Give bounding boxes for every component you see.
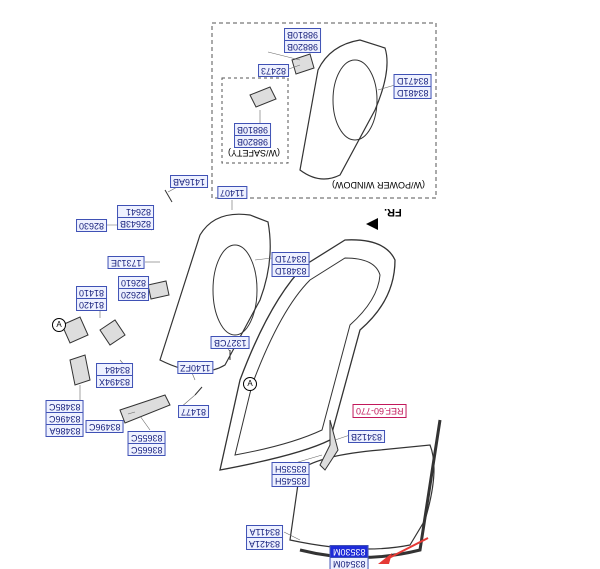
label-98820B-top: 98820B: [287, 42, 319, 52]
door-inner-frame: [234, 257, 381, 456]
front-channel: [119, 394, 171, 424]
label-82620: 82620: [121, 290, 147, 300]
power-window-inset: [211, 22, 437, 199]
label-glass: 83540M 83530M: [330, 545, 369, 569]
label-motor-safety: 98820B 98810B: [234, 123, 272, 148]
label-82643B: 82643B: [120, 219, 152, 229]
label-83481D-inset: 83481D: [397, 88, 429, 98]
label-channel: 83665C 83655C: [128, 431, 166, 456]
power-window-note: (W/POWER WINDOW): [332, 180, 425, 190]
regulator-motor: [291, 53, 315, 75]
bolt-1416AB: [164, 189, 173, 203]
label-98820B-safety: 98820B: [237, 137, 269, 147]
label-83484: 83484: [97, 364, 133, 376]
safety-motor: [249, 86, 277, 108]
inset-speaker-opening: [332, 59, 378, 141]
pointer-arrow-line: [384, 537, 429, 561]
label-83411A: 83411A: [247, 526, 283, 538]
screw-81477: [194, 386, 203, 396]
label-1731JE: 1731JE: [108, 256, 145, 269]
outer-handle-part: [147, 280, 170, 300]
label-83471D-inset: 83471D: [395, 75, 431, 87]
door-latch: [69, 354, 91, 386]
label-rod: 83494X 83484: [96, 363, 134, 388]
label-11407: 11407: [217, 186, 248, 199]
label-82610: 82610: [119, 277, 149, 289]
label-handle-group: 82643B 82641: [117, 205, 155, 230]
callout-a-left: A: [52, 318, 66, 332]
door-frame: [219, 239, 396, 471]
inset-module-panel: [299, 39, 388, 180]
label-98810B-safety: 98810B: [235, 124, 271, 136]
label-83530M-highlighted: 83530M: [331, 546, 368, 558]
latch-bracket: [99, 319, 126, 346]
label-83485C: 83485C: [47, 401, 83, 413]
label-81420: 81420: [79, 300, 105, 310]
label-83665C: 83665C: [131, 445, 163, 455]
rear-lower-channel: [319, 419, 339, 471]
label-82641: 82641: [118, 206, 154, 218]
label-83545H: 83545H: [275, 476, 307, 486]
label-83471D-main: 83471D: [273, 253, 309, 265]
label-83494X: 83494X: [99, 377, 131, 387]
label-83655C: 83655C: [129, 432, 165, 444]
label-83496C: 83496C: [86, 420, 124, 433]
label-module-main: 83481D 83471D: [272, 252, 310, 277]
label-83412B: 83412B: [348, 430, 386, 443]
label-82473: 82473: [258, 64, 290, 77]
label-82630: 82630: [76, 219, 108, 232]
label-lock: 81420 81410: [76, 286, 108, 311]
label-module-inset: 83481D 83471D: [394, 74, 432, 99]
label-83496C-latch: 83496C: [47, 413, 83, 425]
label-81477: 81477: [178, 405, 210, 418]
label-81410: 81410: [77, 287, 107, 299]
label-83486A: 83486A: [49, 426, 81, 436]
label-1140FZ: 1140FZ: [177, 361, 214, 374]
module-speaker-opening: [212, 244, 258, 336]
label-window-regulator: 98820B 98810B: [284, 28, 322, 53]
label-83421A: 83421A: [249, 539, 281, 549]
safety-note: (W/SAFETY): [228, 148, 280, 158]
fr-arrow: [366, 218, 378, 230]
door-glass: [289, 444, 435, 550]
pointer-arrow-head: [378, 553, 392, 564]
label-1327CB: 1327CB: [211, 336, 250, 349]
label-83481D-main: 83481D: [275, 266, 307, 276]
ref-label[interactable]: REF.60-770: [353, 404, 407, 418]
safety-inset: [221, 77, 289, 164]
label-83535H: 83535H: [273, 463, 309, 475]
callout-a-door: A: [243, 377, 257, 391]
label-98810B-top: 98810B: [285, 29, 321, 41]
label-outer-handle: 82620 82610: [118, 276, 150, 301]
label-rear-channel: 83545H 83535H: [272, 462, 310, 487]
label-weatherstrip: 83421A 83411A: [246, 525, 284, 550]
label-latch: 83486A 83496C 83485C: [46, 400, 84, 437]
fr-label: FR.: [384, 206, 402, 218]
door-lock-actuator: [61, 316, 89, 344]
label-83540M: 83540M: [333, 559, 366, 569]
label-1416AB: 1416AB: [170, 175, 209, 188]
